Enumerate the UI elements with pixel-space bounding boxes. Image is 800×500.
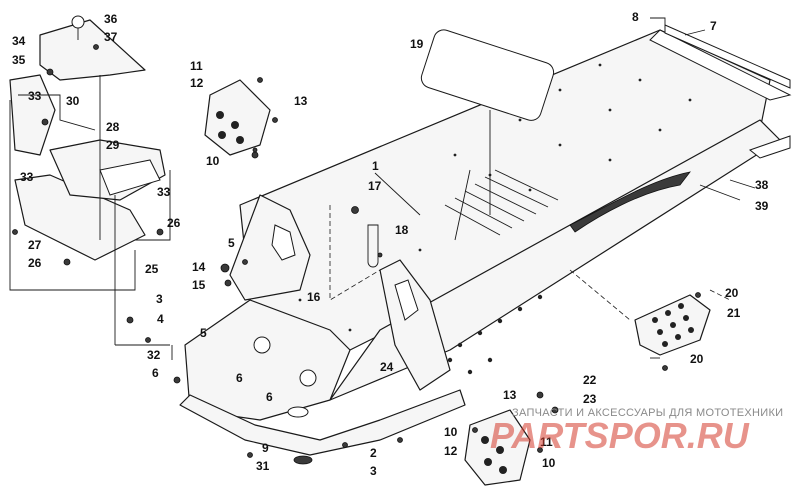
leader-lines	[9, 17, 756, 360]
callout-33: 33	[157, 185, 171, 199]
rail-39	[569, 171, 691, 233]
callout-36: 36	[104, 12, 118, 26]
callout-30: 30	[66, 94, 80, 108]
callout-39: 39	[755, 199, 769, 213]
footrest-plate-21	[634, 294, 711, 356]
callout-4: 4	[157, 312, 164, 326]
callout-24: 24	[380, 360, 394, 374]
callout-12: 12	[190, 76, 204, 90]
callout-11: 11	[540, 435, 553, 449]
callout-14: 14	[192, 260, 206, 274]
callout-9: 9	[262, 441, 269, 455]
callout-20: 20	[725, 286, 739, 300]
callout-6: 6	[236, 371, 243, 385]
cable-18	[367, 224, 379, 268]
callout-20: 20	[690, 352, 704, 366]
front-bulkhead	[179, 194, 466, 465]
callout-37: 37	[104, 30, 118, 44]
callout-16: 16	[307, 290, 321, 304]
callout-13: 13	[503, 388, 517, 402]
callout-6: 6	[152, 366, 159, 380]
tunnel-assembly	[239, 29, 792, 401]
callout-1: 1	[372, 159, 379, 173]
callout-8: 8	[632, 10, 639, 24]
callout-22: 22	[583, 373, 597, 387]
callout-13: 13	[294, 94, 308, 108]
callout-18: 18	[395, 223, 409, 237]
fasteners	[12, 44, 701, 458]
left-subassembly	[9, 19, 166, 261]
callout-33: 33	[28, 89, 42, 103]
callout-15: 15	[192, 278, 206, 292]
callout-34: 34	[12, 34, 26, 48]
callout-32: 32	[147, 348, 161, 362]
callout-10: 10	[542, 456, 556, 470]
watermark: ЗАПЧАСТИ И АКСЕССУАРЫ ДЛЯ МОТОТЕХНИКИ PA…	[490, 407, 783, 456]
knob-36	[71, 15, 85, 40]
callout-25: 25	[145, 262, 159, 276]
callout-3: 3	[370, 464, 377, 478]
callout-11: 11	[190, 59, 203, 73]
callout-7: 7	[710, 19, 717, 33]
tunnel-side-strip	[664, 24, 791, 89]
callout-2: 2	[370, 446, 377, 460]
callout-6: 6	[266, 390, 273, 404]
tunnel-decal-19	[420, 29, 555, 121]
callout-35: 35	[12, 53, 26, 67]
callout-labels: 1 2 3 3 4 5 5 6 6 6 7 8 9 10 10 10 11 11…	[12, 10, 769, 478]
callout-10: 10	[444, 425, 458, 439]
callout-5: 5	[200, 326, 207, 340]
side-plate-12	[464, 409, 531, 486]
bracket-13-upper	[204, 79, 271, 156]
callout-17: 17	[368, 179, 382, 193]
callout-28: 28	[106, 120, 120, 134]
callout-33: 33	[20, 170, 34, 184]
callout-38: 38	[755, 178, 769, 192]
callout-3: 3	[156, 292, 163, 306]
callout-26: 26	[167, 216, 181, 230]
part-38	[748, 135, 791, 159]
callout-27: 27	[28, 238, 42, 252]
callout-23: 23	[583, 392, 597, 406]
callout-26: 26	[28, 256, 42, 270]
callout-5: 5	[228, 236, 235, 250]
callout-19: 19	[410, 37, 424, 51]
watermark-brand: PARTSPOR.RU	[490, 415, 750, 456]
callout-31: 31	[256, 459, 270, 473]
callout-21: 21	[727, 306, 741, 320]
callout-29: 29	[106, 138, 120, 152]
callout-10: 10	[206, 154, 220, 168]
watermark-tagline: ЗАПЧАСТИ И АКСЕССУАРЫ ДЛЯ МОТОТЕХНИКИ	[512, 407, 783, 419]
callout-12: 12	[444, 444, 458, 458]
